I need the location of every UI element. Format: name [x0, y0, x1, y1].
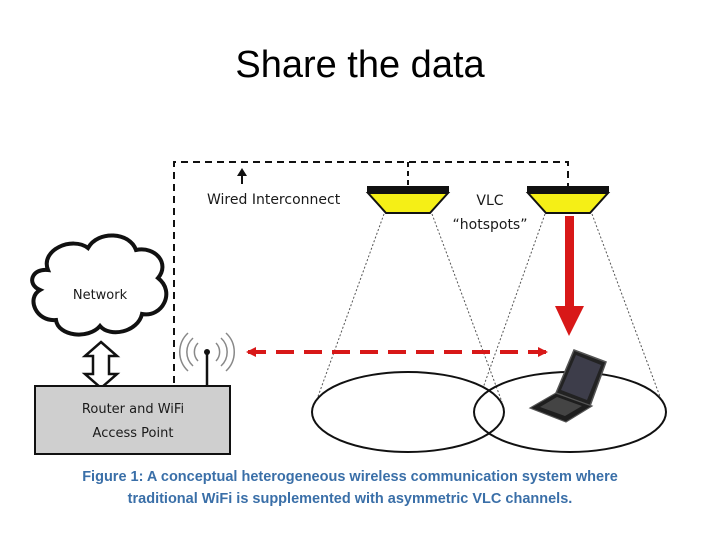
network-label: Network	[73, 288, 128, 303]
caption-line1: Figure 1: A conceptual heterogeneous wir…	[82, 469, 618, 485]
light-cone-right	[477, 213, 663, 403]
wired-interconnect-line	[173, 161, 569, 455]
caption-line2: traditional WiFi is supplemented with as…	[127, 491, 573, 507]
figure-caption: Figure 1: A conceptual heterogeneous wir…	[40, 466, 660, 510]
network-router-link	[81, 340, 121, 390]
slide-title: Share the data	[235, 44, 485, 86]
router-label-line2: Access Point	[93, 426, 174, 441]
light-cone-left	[315, 213, 503, 403]
network-cloud-icon	[30, 233, 169, 337]
vlc-light-fixture-left	[365, 186, 451, 214]
wired-interconnect-label: Wired Interconnect	[207, 192, 341, 208]
antenna-icon	[204, 349, 210, 386]
laptop-icon	[528, 349, 607, 423]
router-box	[34, 385, 231, 455]
wifi-signal-icon	[179, 332, 235, 372]
vlc-label-line2: “hotspots”	[453, 217, 528, 233]
hotspot-coverage-left	[311, 371, 505, 453]
vlc-downlink-arrow	[555, 216, 584, 336]
router-label-line1: Router and WiFi	[82, 402, 184, 417]
vlc-light-fixture-right	[525, 186, 611, 214]
vlc-label-line1: VLC	[476, 193, 503, 209]
